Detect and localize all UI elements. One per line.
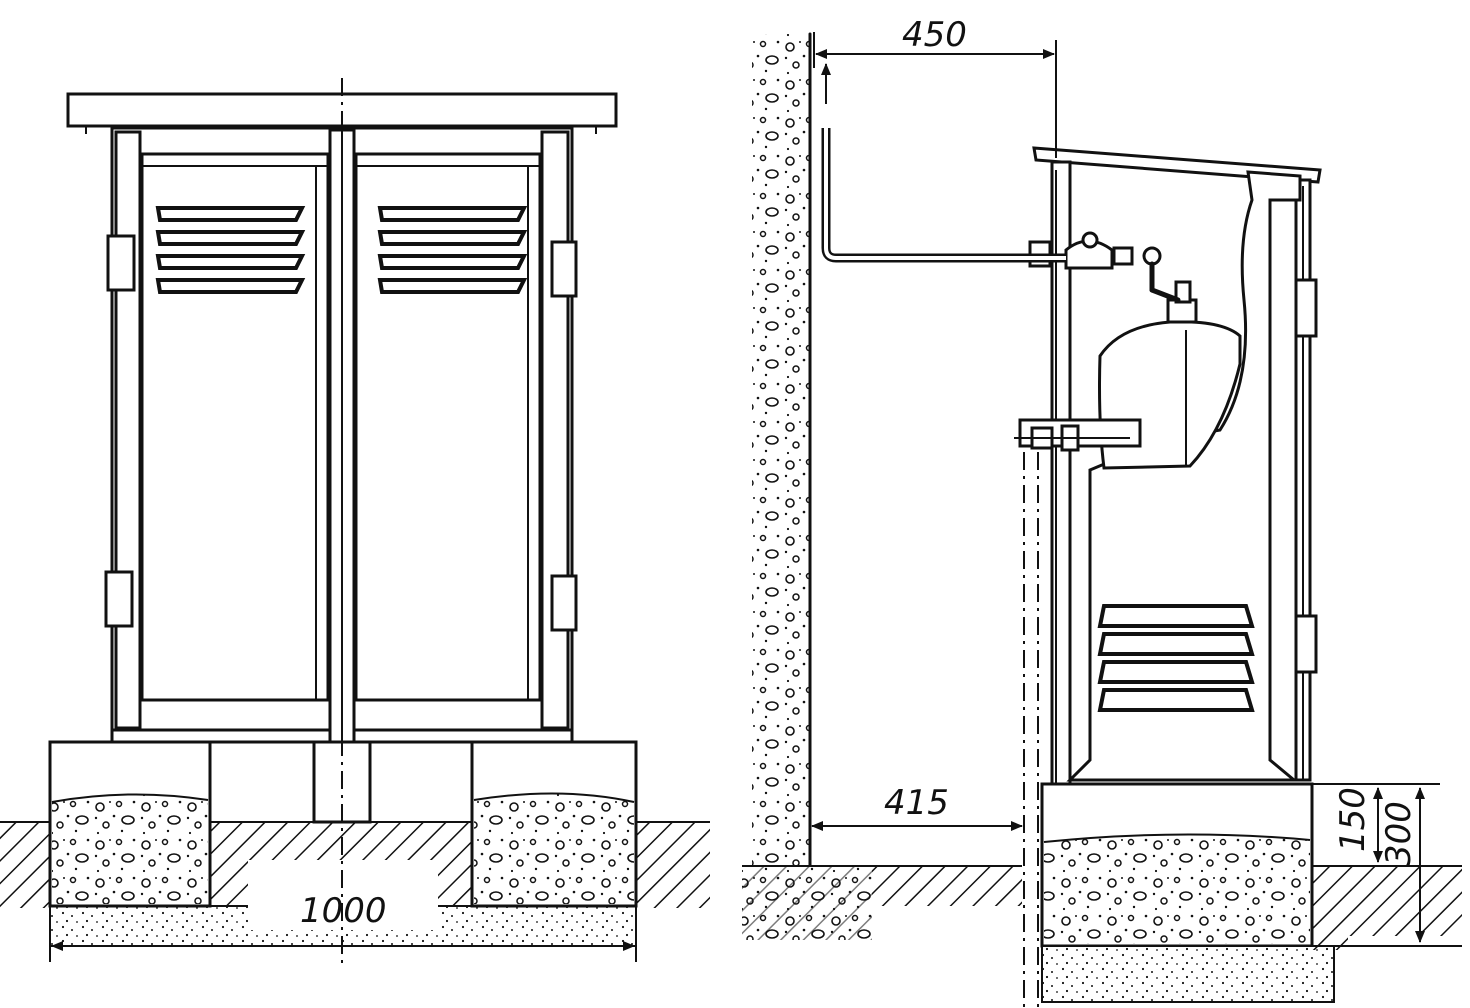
dimension-label-150: 150: [1333, 787, 1373, 852]
hinge-bottom-left: [104, 570, 134, 628]
dimension-label-415: 415: [884, 783, 949, 823]
dimension-wall-top: 450: [813, 15, 1057, 158]
front-ground-hatch: [0, 821, 710, 918]
front-left-pier: [48, 740, 212, 908]
building-wall: [752, 34, 810, 866]
cabinet-side: [1032, 146, 1322, 786]
dimension-label-1000: 1000: [300, 891, 387, 931]
side-hinge-bottom: [1294, 614, 1318, 674]
front-right-pier: [470, 740, 638, 908]
side-view: 450 415 150 300: [742, 15, 1462, 1008]
dimension-base-heights: 150 300: [1312, 783, 1462, 947]
hinge-top-right: [550, 240, 578, 298]
front-view: 1000: [0, 78, 710, 968]
dimension-label-450: 450: [902, 15, 967, 55]
hinge-bottom-right: [550, 574, 578, 632]
side-foundation: [1040, 782, 1348, 1003]
dimension-label-300: 300: [1379, 801, 1419, 866]
hinge-top-left: [106, 234, 136, 292]
side-hinge-top: [1294, 278, 1318, 338]
right-louvers: [377, 206, 528, 294]
gas-pipe: [821, 128, 1066, 263]
left-louvers: [155, 206, 306, 294]
dimension-overall-width: 1000: [49, 891, 637, 962]
side-louvers: [1097, 604, 1255, 712]
dimension-wall-bottom: 415: [811, 783, 1023, 831]
cylinder-bracket: [1014, 418, 1142, 452]
